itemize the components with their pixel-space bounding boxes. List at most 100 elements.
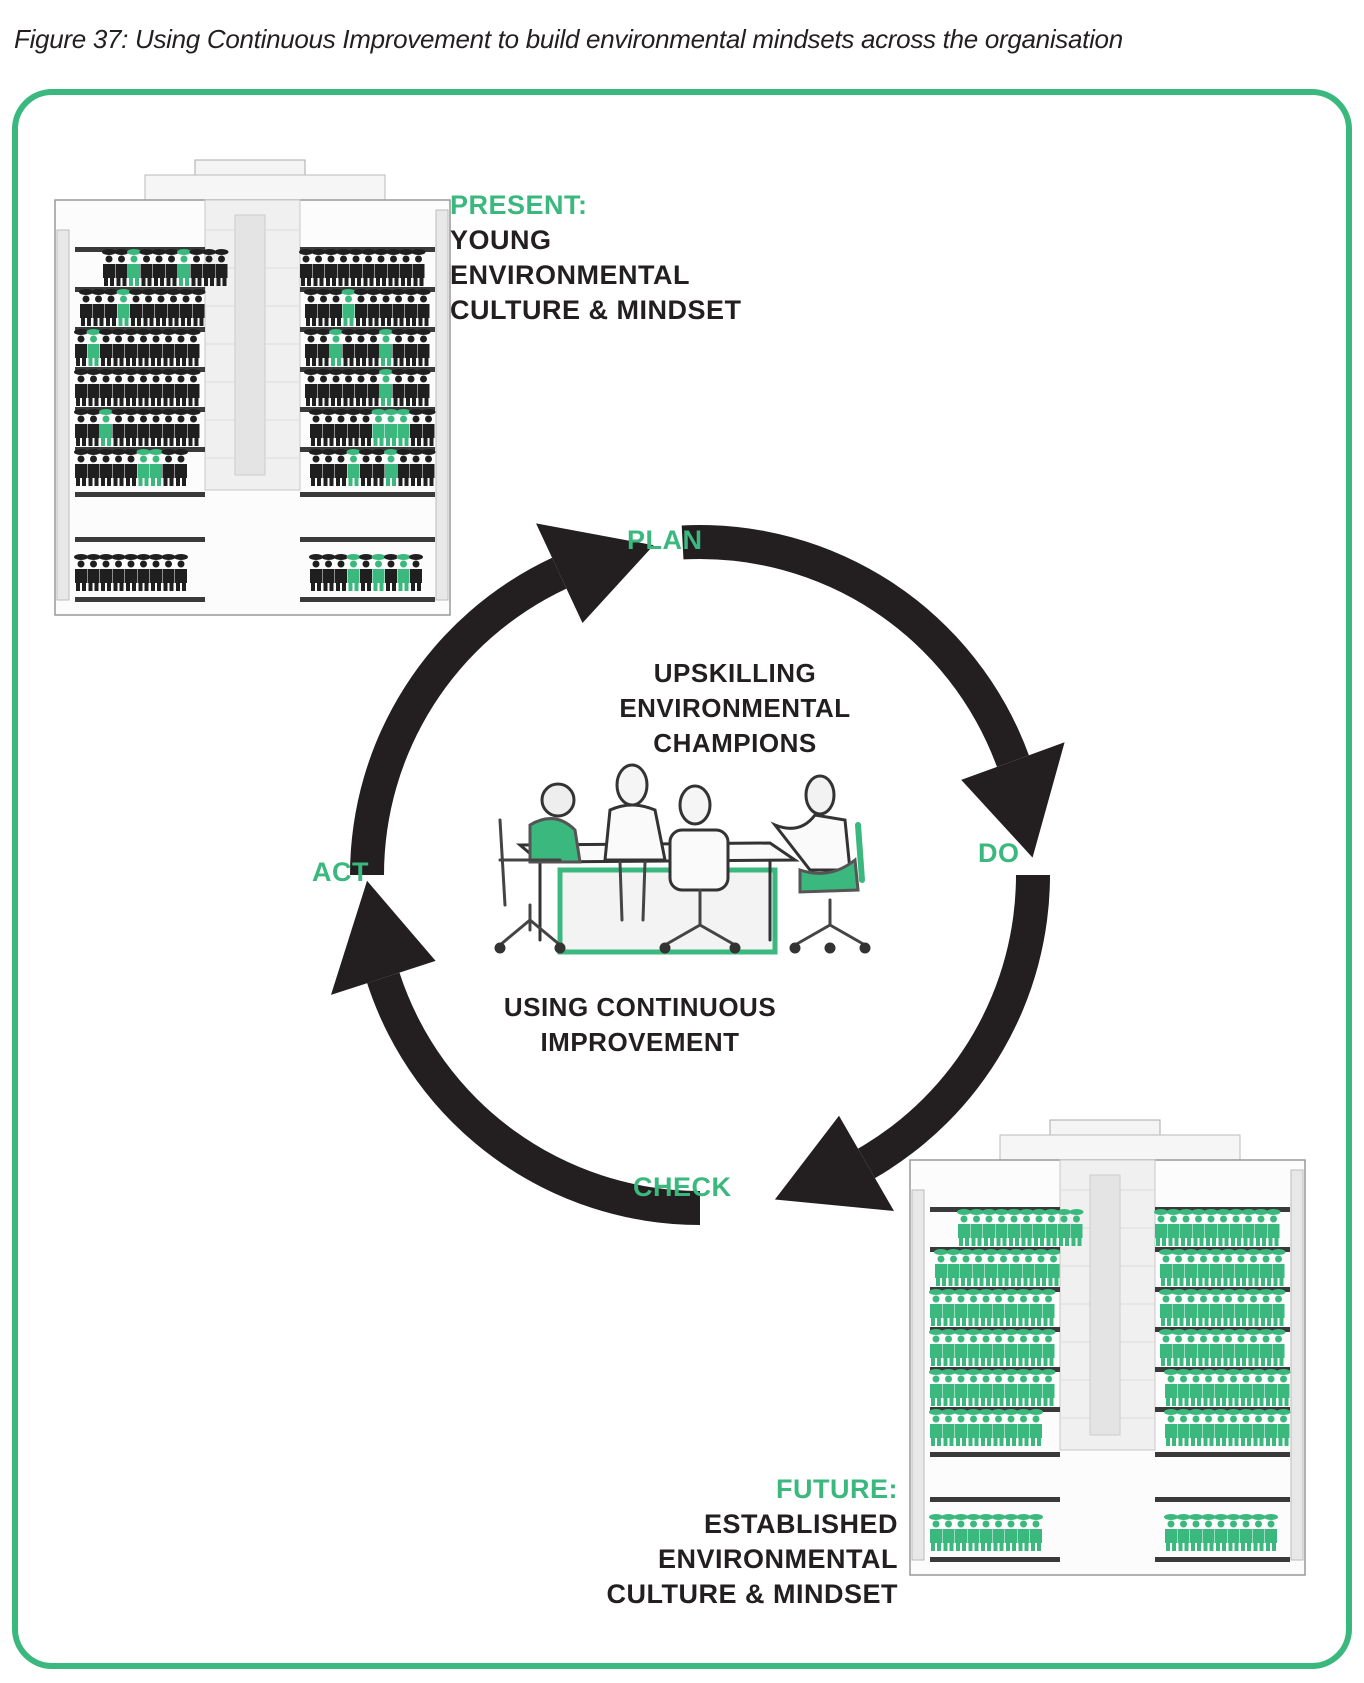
- person-hat: [1016, 1514, 1031, 1520]
- person-leg: [394, 278, 399, 286]
- person-icon-dark: [149, 409, 163, 446]
- cycle-bottom-line: USING CONTINUOUS: [503, 992, 777, 1022]
- person-body: [1017, 1344, 1030, 1358]
- person-hat: [304, 369, 318, 375]
- person-body: [967, 1304, 980, 1318]
- person-leg: [1247, 1438, 1251, 1446]
- person-body: [337, 264, 350, 278]
- person-body: [967, 1344, 980, 1358]
- person-head: [370, 295, 377, 303]
- person-head: [362, 455, 370, 463]
- person-icon-dark: [149, 329, 163, 366]
- person-leg: [194, 398, 199, 406]
- person-icon-dark: [404, 289, 418, 326]
- person-head: [140, 335, 147, 343]
- person-body: [935, 1264, 947, 1278]
- person-hat: [136, 329, 151, 335]
- person-icon-green: [954, 1329, 968, 1366]
- person-body: [1260, 1264, 1272, 1278]
- person-icon-green: [1176, 1409, 1191, 1446]
- person-hat: [1191, 1209, 1206, 1215]
- person-body: [1155, 1224, 1167, 1238]
- person-leg: [147, 278, 152, 286]
- person-hat: [979, 1409, 993, 1415]
- person-leg: [968, 1438, 973, 1446]
- person-leg: [386, 583, 390, 591]
- person-body: [87, 344, 100, 358]
- person-body: [967, 1529, 980, 1543]
- person-head: [970, 1335, 977, 1343]
- person-leg: [1223, 1358, 1228, 1366]
- person-body: [972, 1264, 985, 1278]
- person-leg: [312, 398, 316, 406]
- person-leg: [342, 438, 346, 446]
- person-hat: [991, 1409, 1006, 1415]
- person-leg: [182, 398, 186, 406]
- person-hat: [1189, 1514, 1203, 1520]
- person-leg: [1178, 1398, 1183, 1406]
- person-head: [982, 1335, 990, 1343]
- person-body: [115, 264, 128, 278]
- person-leg: [138, 398, 143, 406]
- person-leg: [993, 1543, 998, 1551]
- person-hat: [366, 289, 381, 295]
- person-body: [1160, 1304, 1172, 1318]
- person-leg: [1184, 1543, 1189, 1551]
- person-leg: [82, 478, 86, 486]
- person-hat: [1264, 1514, 1278, 1520]
- person-leg: [351, 278, 355, 286]
- person-leg: [318, 358, 323, 366]
- person-hat: [1226, 1369, 1241, 1375]
- person-hat: [124, 554, 138, 560]
- person-hat: [1239, 1514, 1253, 1520]
- person-hat: [1034, 1249, 1048, 1255]
- person-head: [307, 375, 315, 383]
- person-leg: [1234, 1543, 1239, 1551]
- stage-check: CHECK: [633, 1172, 732, 1202]
- person-icon-dark: [391, 369, 406, 406]
- person-body: [1192, 1224, 1205, 1238]
- person-leg: [1037, 1543, 1041, 1551]
- person-leg: [423, 438, 428, 446]
- floor-slab: [75, 537, 205, 542]
- person-icon-dark: [404, 329, 418, 366]
- arrow-plan-to-do-band: [681, 525, 1029, 767]
- person-leg: [368, 398, 373, 406]
- person-head: [1182, 1215, 1190, 1223]
- person-leg: [113, 583, 118, 591]
- person-hat: [111, 369, 126, 375]
- person-leg: [993, 1318, 998, 1326]
- person-head: [932, 1335, 940, 1343]
- person-icon-green: [1016, 1289, 1031, 1326]
- future-label: FUTURE: ESTABLISHED ENVIRONMENTAL CULTUR…: [607, 1472, 899, 1612]
- person-body: [1165, 1424, 1177, 1438]
- person-body: [942, 1384, 955, 1398]
- floor-slab: [75, 287, 205, 292]
- person-body: [310, 464, 322, 478]
- person-icon-dark: [359, 449, 373, 486]
- person-hat: [954, 1369, 968, 1375]
- person-leg: [1231, 1238, 1235, 1246]
- person-body: [1177, 1384, 1190, 1398]
- person-leg: [337, 358, 341, 366]
- person-head: [1007, 1375, 1015, 1383]
- person-head: [152, 375, 160, 383]
- person-leg: [1222, 1438, 1226, 1446]
- person-head: [177, 375, 185, 383]
- person-head: [95, 295, 102, 303]
- person-head: [115, 455, 122, 463]
- person-head: [350, 415, 357, 423]
- person-head: [177, 455, 185, 463]
- person-leg: [1242, 1278, 1246, 1286]
- person-leg: [1034, 1238, 1038, 1246]
- person-head: [193, 255, 200, 263]
- person-body: [1017, 1304, 1030, 1318]
- person-body: [203, 264, 215, 278]
- person-leg: [404, 583, 409, 591]
- person-head: [140, 560, 147, 568]
- person-leg: [317, 478, 321, 486]
- person-leg: [1216, 1398, 1220, 1406]
- person-body: [100, 569, 112, 583]
- person-leg: [417, 478, 421, 486]
